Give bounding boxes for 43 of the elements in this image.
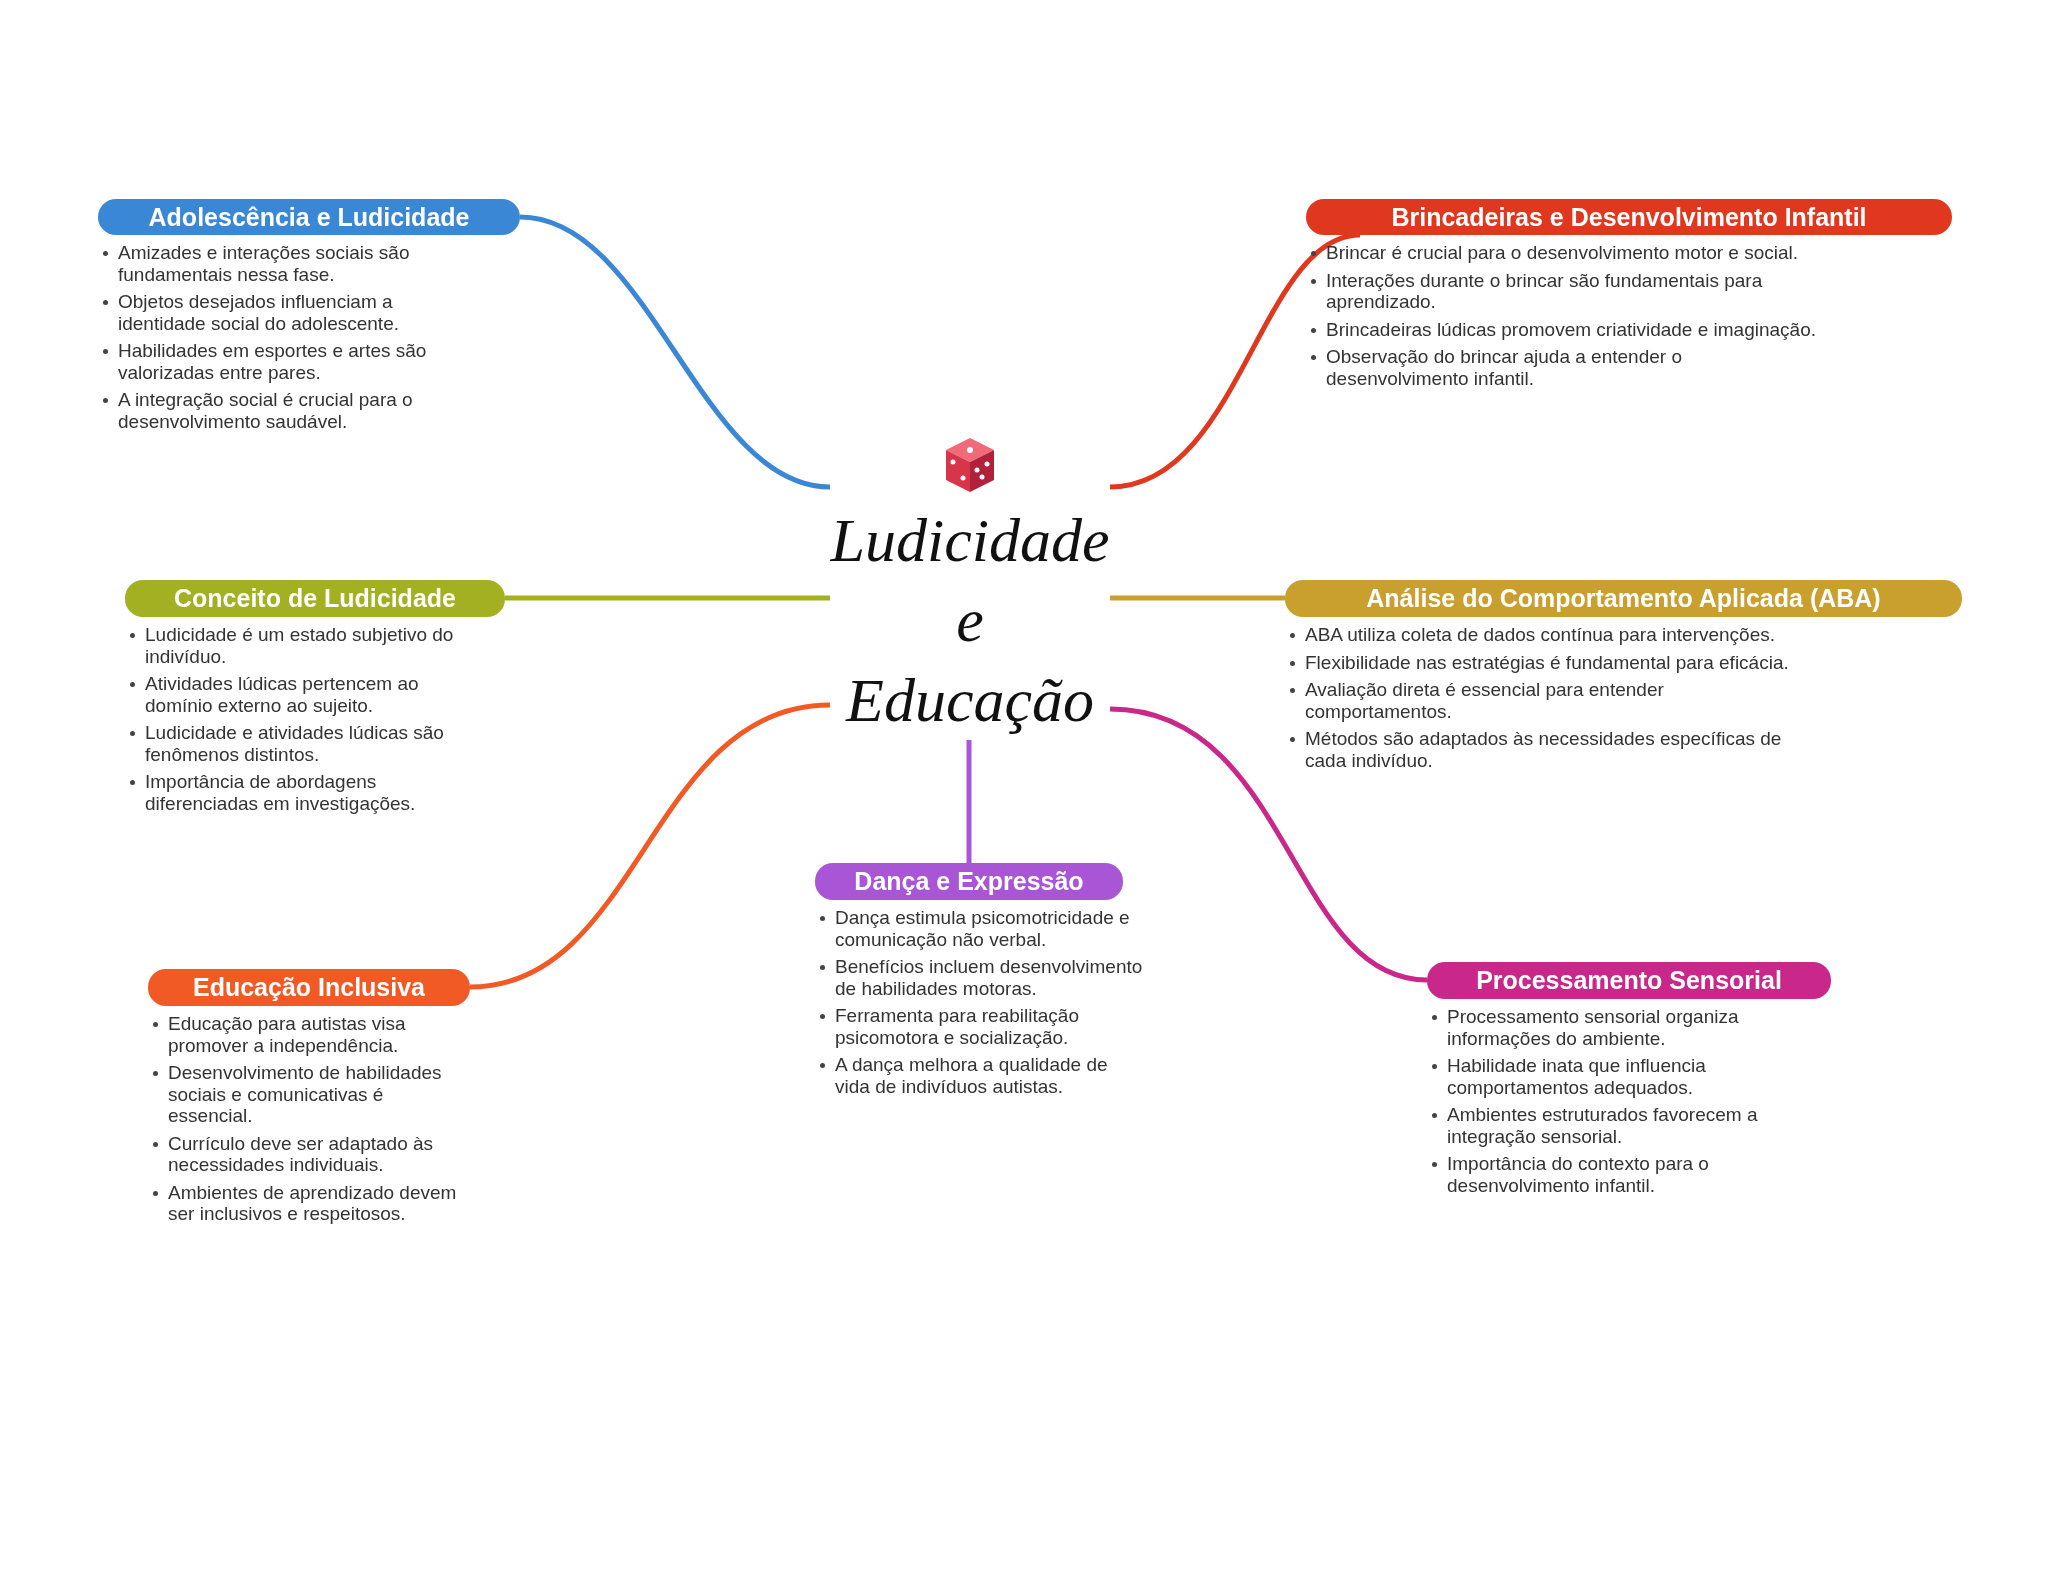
bullet-text: Amizades e interações sociais são fundamentais nessa fase.	[118, 242, 410, 285]
bullet-text: Ludicidade é um estado subjetivo do indivíduo.	[145, 624, 454, 667]
topic-heading-pill: Educação Inclusiva	[148, 969, 470, 1006]
branch-connector	[1110, 595, 1285, 601]
bullet-text: Educação para autistas visa promover a independência.	[168, 1013, 406, 1056]
bullet-text: Habilidades em esportes e artes são valorizadas entre pares.	[118, 340, 427, 383]
branch-connector	[505, 595, 830, 601]
topic-heading-pill: Dança e Expressão	[815, 863, 1123, 900]
topic-heading-pill: Brincadeiras e Desenvolvimento Infantil	[1306, 199, 1952, 235]
bullet-text: Ambientes de aprendizado devem ser inclusivos e respeitosos.	[168, 1181, 457, 1224]
bullet-text: Brincar é crucial para o desenvolvimento motor e social.	[1326, 242, 1799, 263]
bullet-text: Processamento sensorial organiza informações do ambiente.	[1447, 1006, 1739, 1049]
bullet-text: Ludicidade e atividades lúdicas são fenômenos distintos.	[145, 722, 444, 765]
branch-connector	[469, 702, 831, 990]
branch-connector	[1109, 706, 1428, 983]
bullet-text: Avaliação direta é essencial para entender comportamentos.	[1305, 679, 1664, 722]
bullet-text: Benefícios incluem desenvolvimento de habilidades motoras.	[835, 956, 1143, 999]
topic-heading-pill: Processamento Sensorial	[1427, 962, 1831, 999]
bullet-text: Desenvolvimento de habilidades sociais e comunicativas é essencial.	[168, 1062, 442, 1126]
bullet-text: A integração social é crucial para o desenvolvimento saudável.	[118, 389, 413, 432]
bullet-text: Objetos desejados influenciam a identidade social do adolescente.	[118, 291, 399, 334]
branch-connector	[966, 740, 972, 863]
branch-connector	[1109, 232, 1361, 490]
bullet-text: Brincadeiras lúdicas promovem criatividade e imaginação.	[1326, 318, 1816, 340]
bullet-text: Ferramenta para reabilitação psicomotora e socialização.	[835, 1005, 1079, 1048]
bullet-text: Importância de abordagens diferenciadas em investigações.	[145, 771, 416, 814]
bullet-text: Importância do contexto para o desenvolvimento infantil.	[1447, 1153, 1709, 1196]
bullet-text: Interações durante o brincar são fundamentais para aprendizado.	[1326, 269, 1763, 312]
bullet-text: Dança estimula psicomotricidade e comunicação não verbal.	[835, 907, 1130, 950]
bullet-text: Atividades lúdicas pertencem ao domínio externo ao sujeito.	[145, 673, 419, 716]
bullet-text: Métodos são adaptados às necessidades específicas de cada indivíduo.	[1305, 728, 1782, 771]
central-topic-title: Ludicidade e Educação	[830, 505, 1110, 736]
bullet-text: Observação do brincar ajuda a entender o desenvolvimento infantil.	[1326, 346, 1682, 389]
bullet-text: Currículo deve ser adaptado às necessidades individuais.	[168, 1132, 434, 1175]
topic-heading-pill: Conceito de Ludicidade	[125, 580, 505, 617]
bullet-text: Flexibilidade nas estratégias é fundamental para eficácia.	[1305, 651, 1789, 673]
bullet-text: Habilidade inata que influencia comportamentos adequados.	[1447, 1055, 1706, 1098]
bullet-text: A dança melhora a qualidade de vida de indivíduos autistas.	[835, 1054, 1108, 1097]
topic-heading-pill: Análise do Comportamento Aplicada (ABA)	[1285, 580, 1962, 617]
branch-connector	[519, 214, 831, 490]
topic-heading-pill: Adolescência e Ludicidade	[98, 199, 520, 235]
bullet-text: Ambientes estruturados favorecem a integração sensorial.	[1447, 1104, 1758, 1147]
bullet-text: ABA utiliza coleta de dados contínua para intervenções.	[1305, 624, 1776, 645]
